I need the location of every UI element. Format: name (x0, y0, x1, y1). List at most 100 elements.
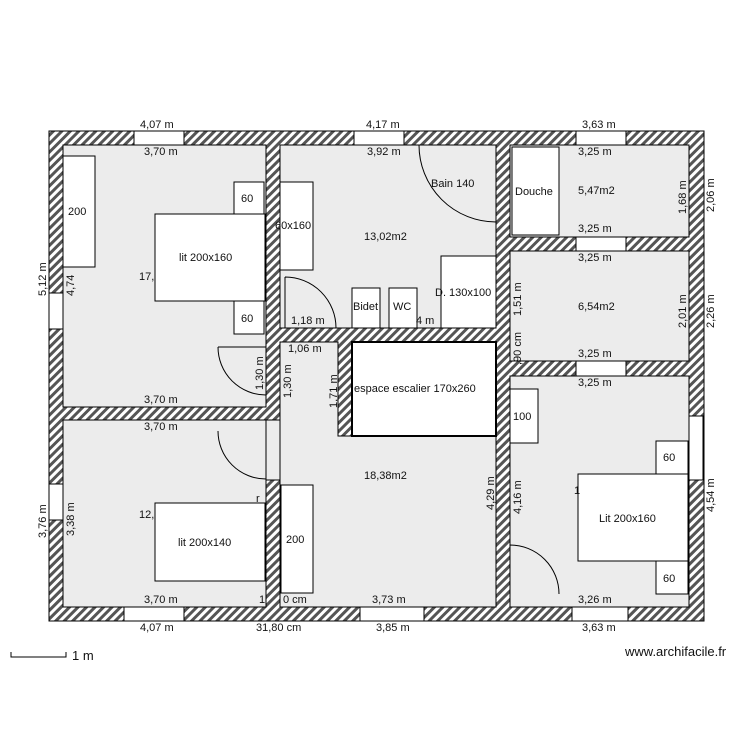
dim-door-130a: 1,30 m (254, 356, 266, 390)
window-right-1 (688, 415, 704, 481)
shower-tray-label: D. 130x100 (435, 287, 491, 299)
dim-top-outer-1: 4,07 m (140, 119, 174, 131)
scale-bar (10, 652, 67, 658)
dim-br-bottom-outer: 3,63 m (582, 622, 616, 634)
bed-tl-label: lit 200x160 (179, 252, 232, 264)
dim-bl-bottom-outer: 4,07 m (140, 622, 174, 634)
dim-hall-bottom-outer: 3,85 m (376, 622, 410, 634)
window-bottom-2 (359, 606, 425, 622)
wardrobe-tl-label: 200 (68, 206, 86, 218)
wardrobe-top-left (62, 155, 96, 268)
window-top-3 (575, 130, 627, 146)
dim-mid-v-2: ,90 cm (512, 332, 524, 365)
dim-top-inner-1: 3,70 m (144, 146, 178, 158)
dim-shower-bottom: 3,25 m (578, 223, 612, 235)
wardrobe-br-label: 100 (513, 411, 531, 423)
furniture (62, 146, 689, 595)
floor-passage (265, 419, 281, 481)
bed-br-label: Lit 200x160 (599, 513, 656, 525)
area-bathroom: 13,02m2 (364, 231, 407, 243)
dim-bl-top: 3,70 m (144, 421, 178, 433)
window-left-1 (48, 292, 64, 330)
dim-right-2-outer: 2,26 m (705, 294, 717, 328)
wc-label: WC (393, 301, 411, 313)
dimension-labels: 4,07 m 3,70 m 4,17 m 3,92 m 3,63 m 3,25 … (140, 119, 616, 634)
dim-mid-right-top: 3,25 m (578, 252, 612, 264)
window-top-2 (353, 130, 405, 146)
nightstand-br-top (655, 440, 689, 475)
mark-r: r (256, 493, 260, 505)
door-wc (284, 276, 337, 329)
dim-br-top: 3,25 m (578, 377, 612, 389)
area-bedroom-br: 1 (574, 485, 580, 497)
window-bottom-3 (571, 606, 629, 622)
area-room-mid-right: 6,54m2 (578, 301, 615, 313)
dim-top-outer-3: 3,63 m (582, 119, 616, 131)
nightstand-br-top-label: 60 (663, 452, 675, 464)
dim-top-inner-3: 3,25 m (578, 146, 612, 158)
area-hall: 18,38m2 (364, 470, 407, 482)
nightstand-tl-top-label: 60 (241, 193, 253, 205)
window-left-2 (48, 483, 64, 521)
nightstand-br-bottom-label: 60 (663, 573, 675, 585)
dim-br-bottom-inner: 3,26 m (578, 594, 612, 606)
window-mid-1 (575, 360, 627, 377)
dim-mid-right-bottom: 3,25 m (578, 348, 612, 360)
bed-bl-label: lit 200x140 (178, 537, 231, 549)
dim-wall-106: 1,06 m (288, 343, 322, 355)
area-shower: 5,47m2 (578, 185, 615, 197)
nightstand-br-bottom (655, 560, 689, 595)
dim-right-2-inner: 2,01 m (677, 294, 689, 328)
bidet-label: Bidet (353, 301, 378, 313)
wc (388, 287, 418, 329)
window-bottom-1 (123, 606, 185, 622)
cabinet-60x160 (279, 181, 314, 271)
bath-label: Bain 140 (431, 178, 474, 190)
dim-bl-bottom-inner: 3,70 m (144, 594, 178, 606)
area-bedroom-tl: 17, (139, 271, 154, 283)
door-bedroom-bl (217, 430, 267, 480)
stairs-space (351, 341, 497, 437)
dim-stair-171: 1,71 m (328, 374, 340, 408)
dim-wall-118: 1,18 m (291, 315, 325, 327)
dim-right-1-inner: 1,68 m (677, 180, 689, 214)
scale-label: 1 m (72, 648, 94, 663)
watermark[interactable]: www.archifacile.fr (625, 644, 727, 659)
dim-right-3-outer: 4,54 m (705, 478, 717, 512)
room-labels: 200 60 lit 200x160 60 17, 60x160 13,02m2… (68, 178, 675, 585)
dim-hall-v2: 4,16 m (512, 480, 524, 514)
area-bedroom-bl: 12, (139, 509, 154, 521)
dim-top-outer-2: 4,17 m (366, 119, 400, 131)
windows (48, 130, 704, 622)
dim-bl-left-inner: 3,38 m (65, 502, 77, 536)
dim-mid-v-1: 1,51 m (512, 282, 524, 316)
shower-cabin (511, 146, 560, 236)
wardrobe-hall (280, 484, 314, 594)
dim-tl-bottom: 3,70 m (144, 394, 178, 406)
bed-top-left (154, 213, 266, 302)
dim-wall-4m: 4 m (416, 315, 434, 327)
bed-bottom-right (577, 473, 689, 562)
door-bedroom-br (509, 544, 560, 595)
dim-hall-bottom-inner: 3,73 m (372, 594, 406, 606)
door-bedroom-tl (217, 346, 267, 396)
dim-right-1-outer: 2,06 m (705, 178, 717, 212)
dim-hall-bottom-cm: 0 cm (283, 594, 307, 606)
cabinet-label: 60x160 (275, 220, 311, 232)
window-top-1 (133, 130, 185, 146)
dim-hall-bottom-1: 1 (259, 594, 265, 606)
doors (217, 144, 560, 595)
wardrobe-hall-label: 200 (286, 534, 304, 546)
dim-hall-v1: 4,29 m (485, 476, 497, 510)
nightstand-tl-bottom-label: 60 (241, 313, 253, 325)
window-top-4 (575, 236, 627, 252)
door-bathroom (418, 144, 497, 223)
dim-left-outer: 5,12 m (37, 262, 49, 296)
shower-tray (440, 255, 497, 329)
vertical-dimension-labels: 5,12 m 4,74 1,68 m 2,06 m 2,01 m 2,26 m … (37, 178, 717, 538)
nightstand-tl-bottom (233, 300, 265, 335)
bed-bottom-left (154, 502, 266, 582)
shower-label: Douche (515, 186, 553, 198)
